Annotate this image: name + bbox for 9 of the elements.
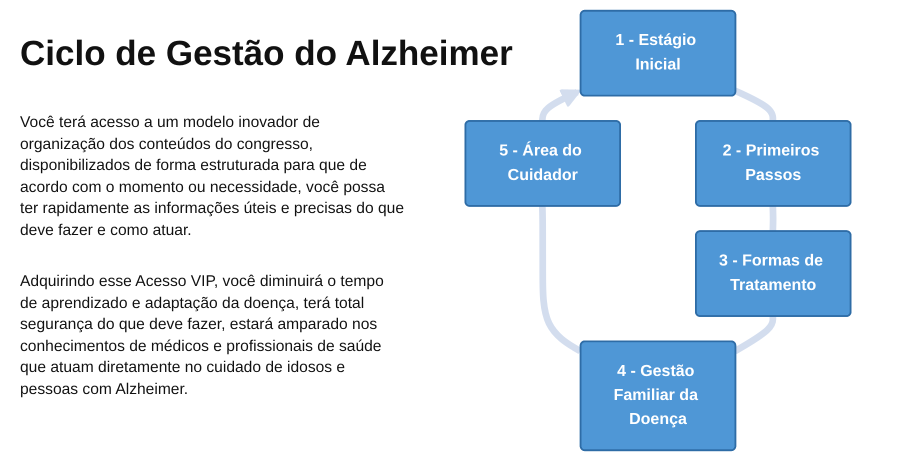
process-box: 5 - Área do Cuidador: [464, 120, 621, 207]
process-box: 4 - Gestão Familiar da Doença: [580, 340, 736, 452]
connector: [538, 204, 582, 354]
process-box: 3 - Formas de Tratamento: [695, 230, 852, 317]
process-box: 2 - Primeiros Passos: [695, 120, 852, 207]
process-box: 1 - Estágio Inicial: [580, 10, 736, 97]
paragraph: Você terá acesso a um modelo inovador de organização dos conteúdos do congresso, disponibilizados de forma estruturada para que de acordo com o momento ou necessidade, você possa ter rapidamente as informações úteis e precisas do que deve fazer e como atuar.: [20, 113, 405, 240]
paragraph: Adquirindo esse Acesso VIP, você diminuirá o tempo de aprendizado e adaptação da doença, terá total segurança do que deve fazer, estará amparado nos conhecimentos de médicos e profissionais de saúde que atuam diretamente no cuidado de idosos e pessoas com Alzheimer.: [20, 272, 385, 400]
title: Ciclo de Gestão do Alzheimer: [20, 34, 513, 74]
